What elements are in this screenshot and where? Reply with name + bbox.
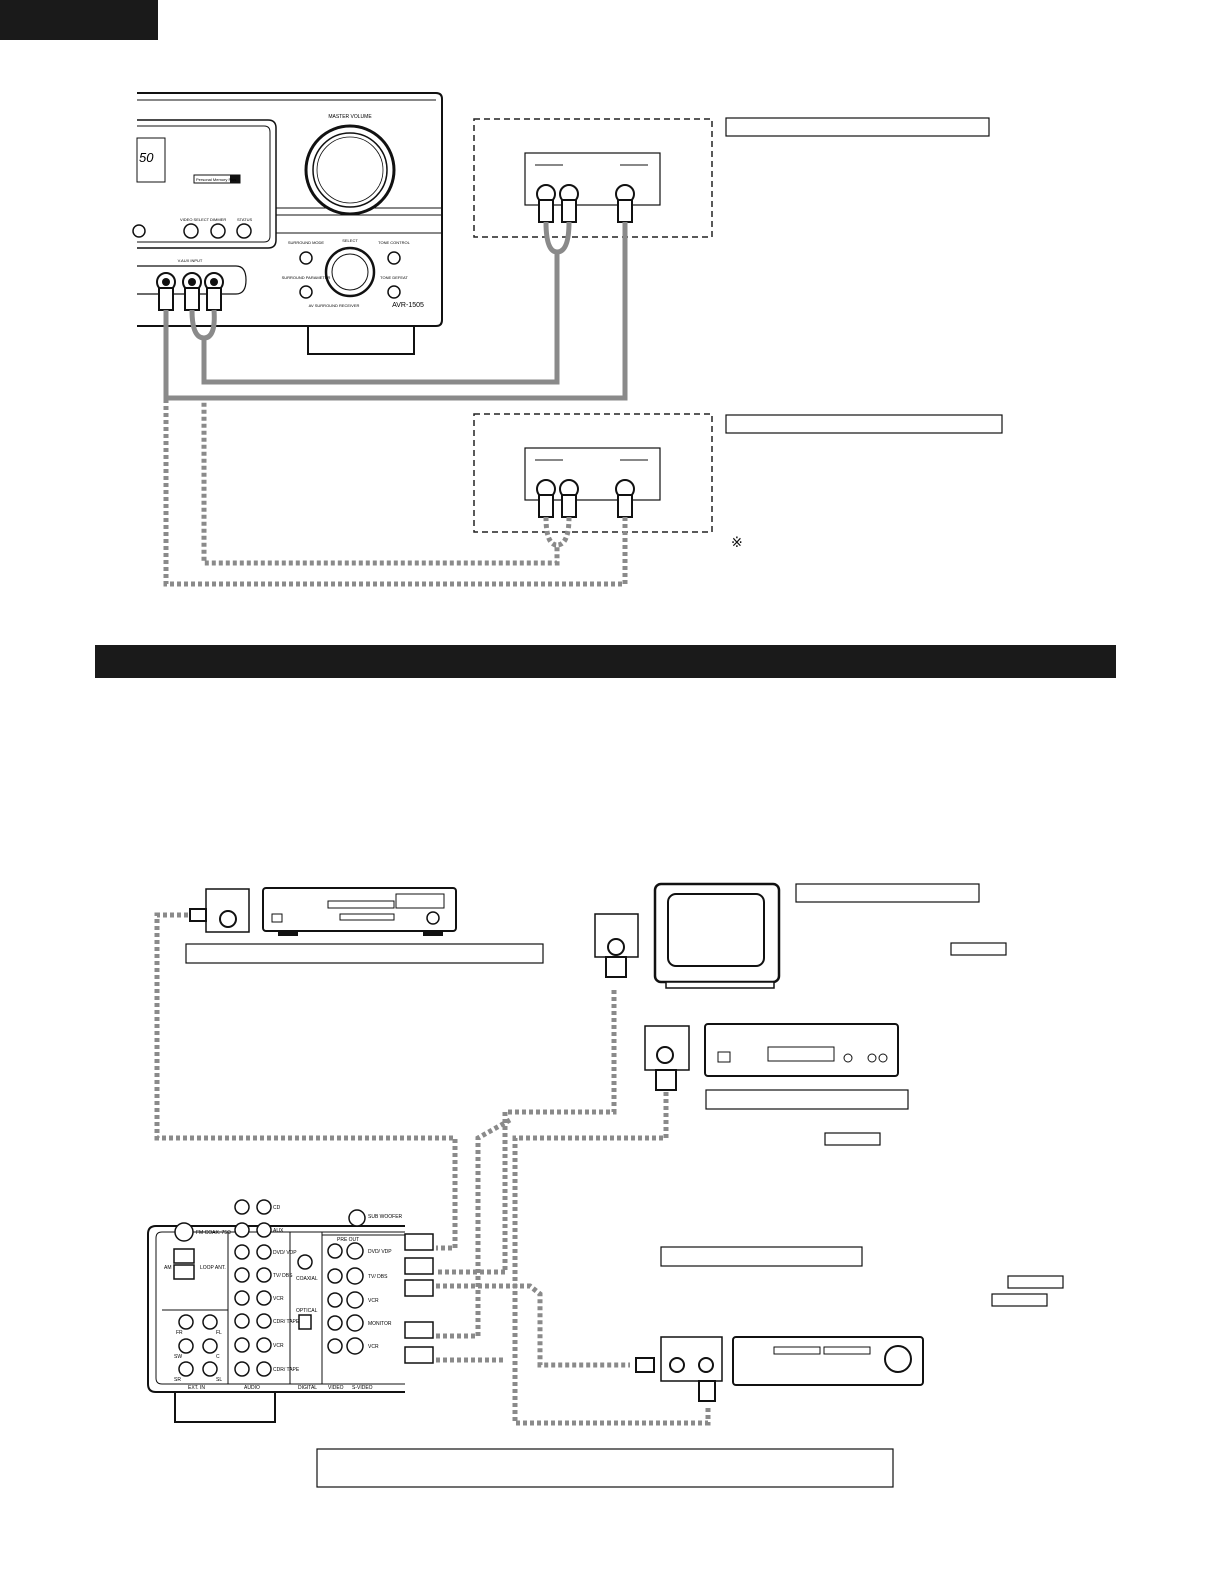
audio-cdr-label: CDR/ TAPE — [273, 1319, 300, 1325]
model-line: AV SURROUND RECEIVER — [309, 303, 360, 308]
tone-control-label: TONE CONTROL — [378, 240, 410, 245]
front-button-label-1: VIDEO SELECT — [180, 217, 210, 222]
dbs-label-box — [705, 1089, 909, 1110]
digital-section-label: DIGITAL — [298, 1385, 317, 1391]
page-header-tab — [0, 0, 158, 40]
surround-mode-label: SURROUND MODE — [288, 240, 325, 245]
input-device-box — [473, 413, 713, 533]
ext-fr-label: FR — [176, 1330, 183, 1336]
fm-coax-label: FM COAX. 75Ω — [196, 1230, 231, 1236]
audio-cdr-out-label: CDR/ TAPE — [273, 1367, 300, 1373]
audio-tv-label: TV/ DBS — [273, 1273, 293, 1279]
vcr-page-ref-box-1 — [1007, 1275, 1064, 1289]
input-device-label-box — [725, 414, 1003, 434]
ext-in-section-label: EXT. IN — [188, 1385, 205, 1391]
section-heading-band — [95, 645, 1116, 678]
vcr-page-ref-box-2 — [991, 1293, 1048, 1307]
display-readout: 50 — [139, 150, 154, 165]
video-vcr-label: VCR — [368, 1298, 379, 1304]
audio-aux-label: AUX — [273, 1228, 284, 1234]
output-device-label-box — [725, 117, 990, 137]
video-dvd-label: DVD/ VDP — [368, 1249, 392, 1255]
master-volume-label: MASTER VOLUME — [328, 114, 372, 120]
subwoofer-label: SUB WOOFER — [368, 1214, 403, 1220]
ext-c-label: C — [216, 1354, 220, 1360]
bottom-note-box — [316, 1448, 894, 1488]
pre-out-label: PRE OUT — [337, 1237, 359, 1243]
model-name: AVR-1505 — [392, 302, 424, 309]
audio-vcr-label: VCR — [273, 1296, 284, 1302]
audio-vcr-out-label: VCR — [273, 1343, 284, 1349]
loop-ant-label: LOOP ANT. — [200, 1265, 226, 1271]
dvd-label-box — [185, 943, 544, 964]
front-button-label-2: DIMMER — [210, 217, 226, 222]
output-device-box — [473, 118, 713, 238]
dbs-page-ref-box — [824, 1132, 881, 1146]
video-tv-label: TV/ DBS — [368, 1274, 388, 1280]
video-monitor-label: MONITOR — [368, 1321, 392, 1327]
ext-fl-label: FL — [216, 1330, 222, 1336]
vaux-input-label: V.AUX INPUT — [178, 258, 203, 263]
tv-label-box — [795, 883, 980, 903]
select-label: SELECT — [342, 238, 358, 243]
receiver-rear-panel — [147, 1199, 434, 1423]
ext-sw-label: SW — [174, 1354, 182, 1360]
video-section-label: VIDEO — [328, 1385, 344, 1391]
surround-parameter-label: SURROUND PARAMETER — [282, 275, 331, 280]
note-mark: ※ — [731, 535, 743, 551]
coaxial-label: COAXIAL — [296, 1276, 318, 1282]
s-video-section-label: S-VIDEO — [352, 1385, 373, 1391]
tv-page-ref-box — [950, 942, 1007, 956]
ext-sr-label: SR — [174, 1377, 181, 1383]
audio-section-label: AUDIO — [244, 1385, 260, 1391]
memory-badge: Personal Memory Plus — [196, 177, 236, 182]
vaux-connection-diagram: MASTER VOLUME 50 Personal Memory Plus VI… — [132, 92, 1003, 587]
vcr-label-box — [660, 1246, 863, 1267]
video-vcr-out-label: VCR — [368, 1344, 379, 1350]
audio-dvd-label: DVD/ VDP — [273, 1250, 297, 1256]
ext-sl-label: SL — [216, 1377, 222, 1383]
receiver-front-panel — [132, 92, 443, 355]
s-video-connection-diagram: FM COAX. 75Ω AM LOOP ANT. FR FL SW C SR … — [147, 882, 1064, 1488]
tone-defeat-label: TONE DEFEAT — [380, 275, 408, 280]
am-label: AM — [164, 1265, 172, 1271]
front-button-label-3: STATUS — [237, 217, 253, 222]
optical-label: OPTICAL — [296, 1308, 318, 1314]
audio-cd-label: CD — [273, 1205, 281, 1211]
